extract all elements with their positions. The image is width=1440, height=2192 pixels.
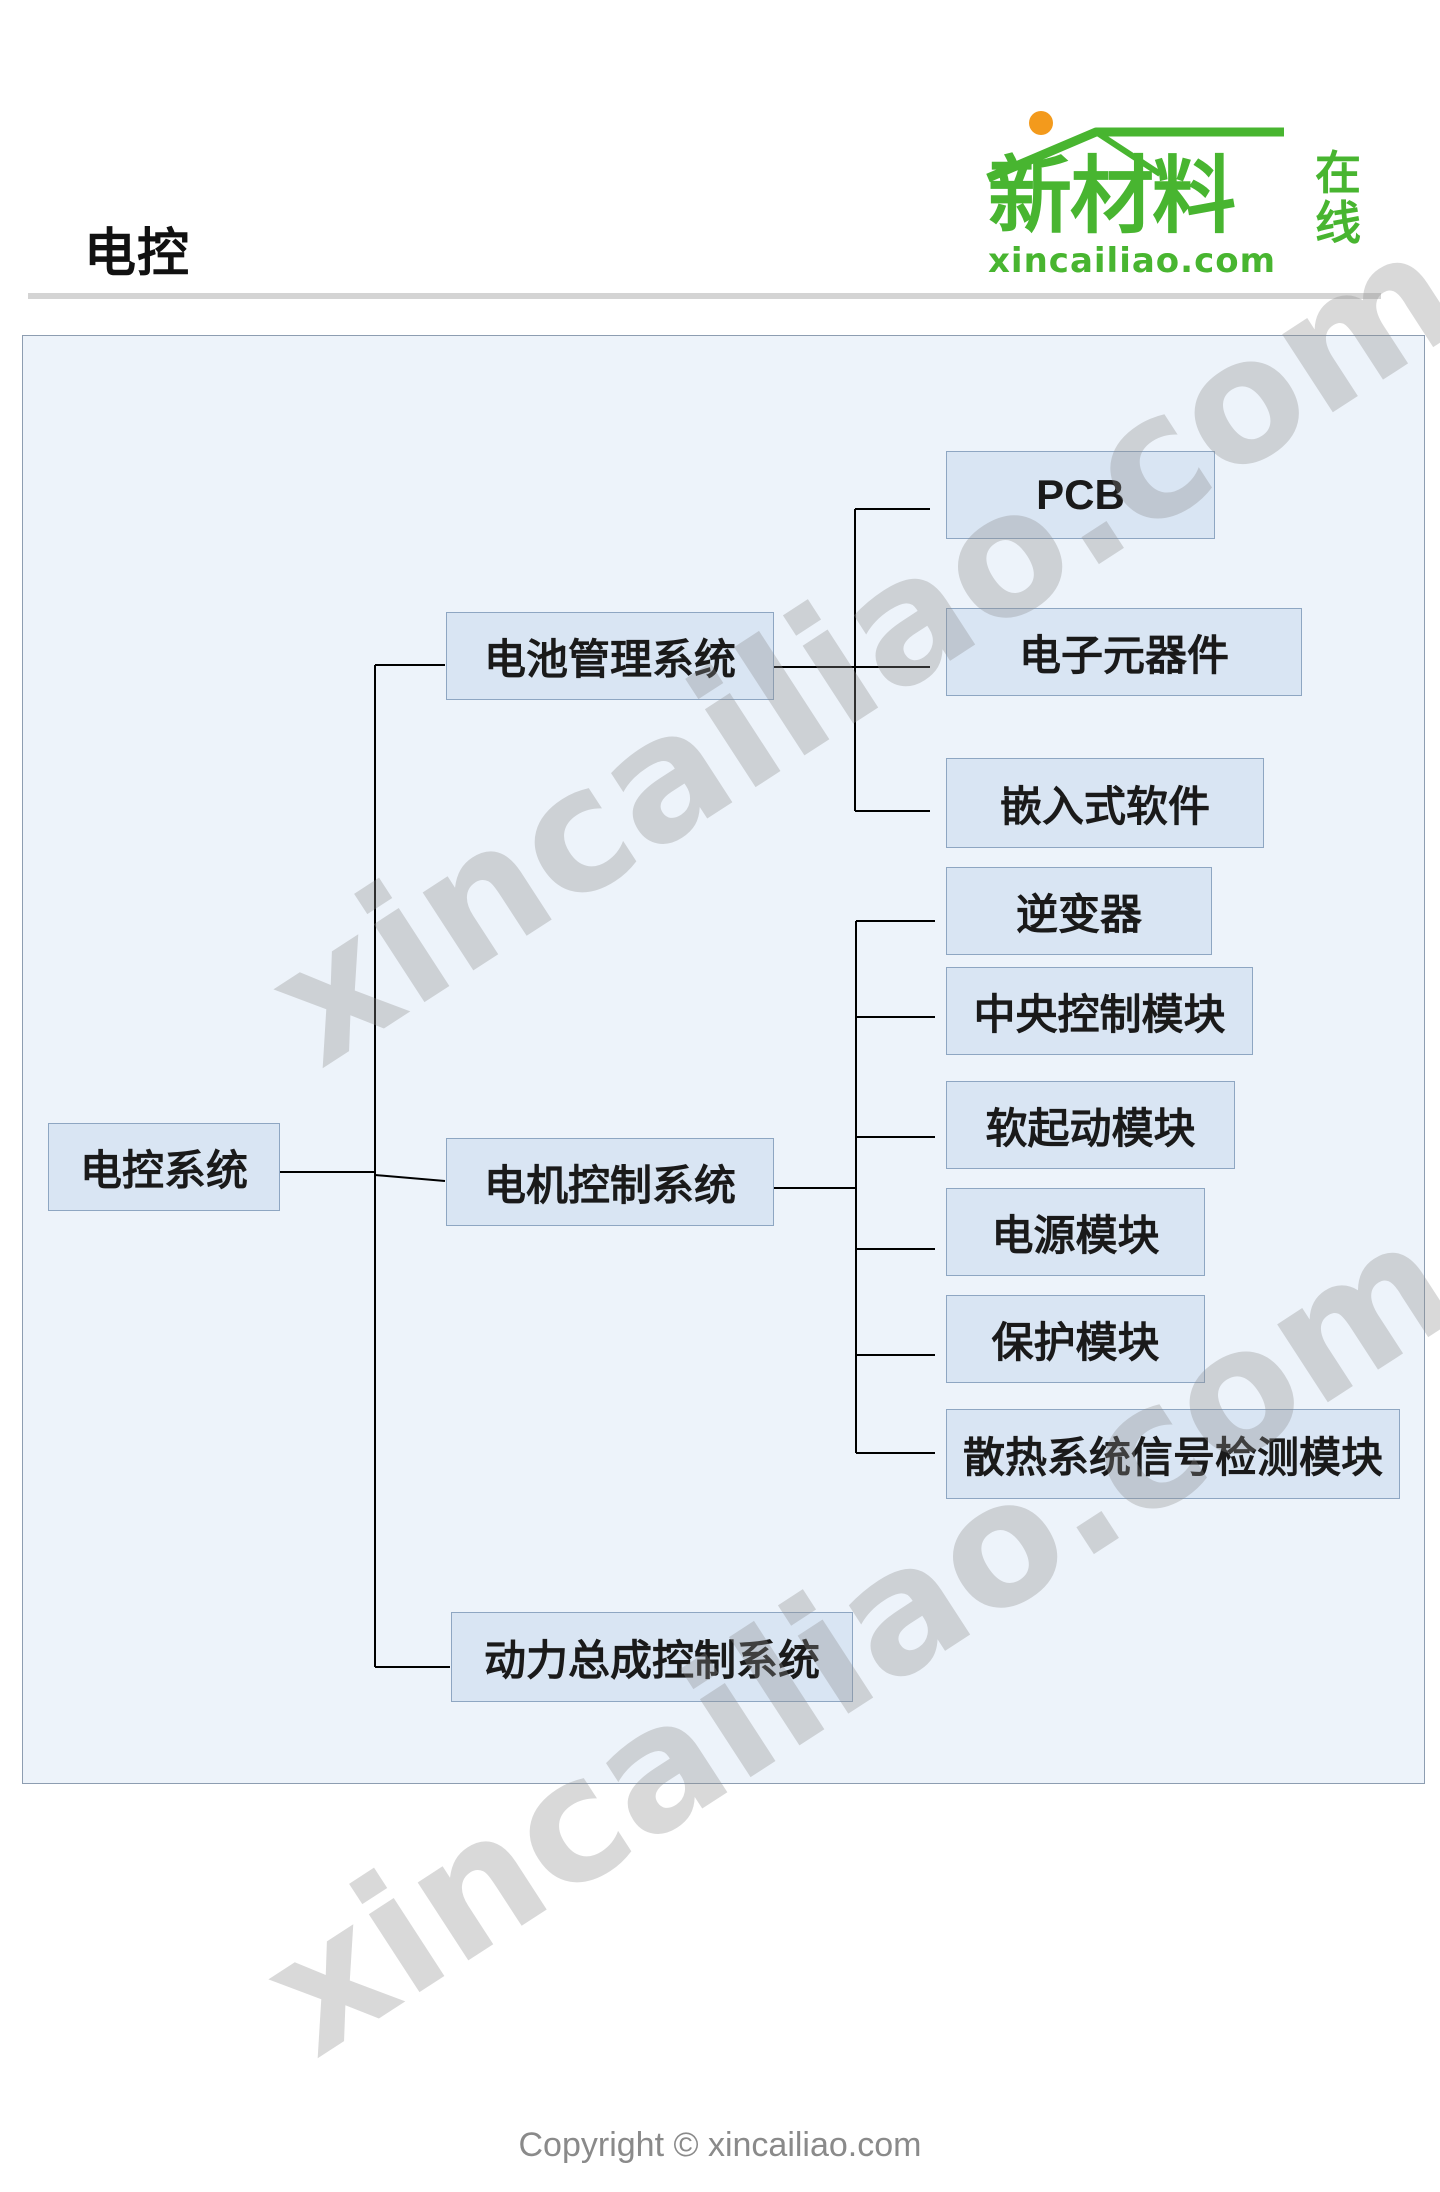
node-leaf: 逆变器 bbox=[946, 867, 1212, 955]
node-leaf: 中央控制模块 bbox=[946, 967, 1253, 1055]
node-subsystem: 电机控制系统 bbox=[446, 1138, 774, 1226]
node-leaf: 保护模块 bbox=[946, 1295, 1205, 1383]
diagram-panel bbox=[22, 335, 1425, 1784]
node-root: 电控系统 bbox=[48, 1123, 280, 1211]
node-subsystem: 动力总成控制系统 bbox=[451, 1612, 853, 1702]
node-leaf: 电源模块 bbox=[946, 1188, 1205, 1276]
logo-brand-text: 新材料 bbox=[988, 147, 1236, 245]
connector-line bbox=[374, 1174, 446, 1182]
logo-url-text: xincailiao.com bbox=[988, 241, 1277, 281]
node-leaf: 软起动模块 bbox=[946, 1081, 1235, 1169]
node-leaf: 电子元器件 bbox=[946, 608, 1302, 696]
node-leaf: PCB bbox=[946, 451, 1215, 539]
node-leaf: 散热系统信号检测模块 bbox=[946, 1409, 1400, 1499]
footer-copyright: Copyright © xincailiao.com bbox=[518, 2126, 922, 2164]
header-divider bbox=[28, 293, 1381, 299]
node-subsystem: 电池管理系统 bbox=[446, 612, 774, 700]
logo-dot-icon bbox=[1029, 111, 1053, 135]
page-title: 电控 bbox=[84, 224, 191, 284]
brand-logo: 新材料 在线 xincailiao.com bbox=[980, 106, 1380, 282]
logo-tag-text: 在线 bbox=[1315, 146, 1361, 250]
logo-roof-icon bbox=[986, 127, 1284, 183]
node-leaf: 嵌入式软件 bbox=[946, 758, 1264, 848]
